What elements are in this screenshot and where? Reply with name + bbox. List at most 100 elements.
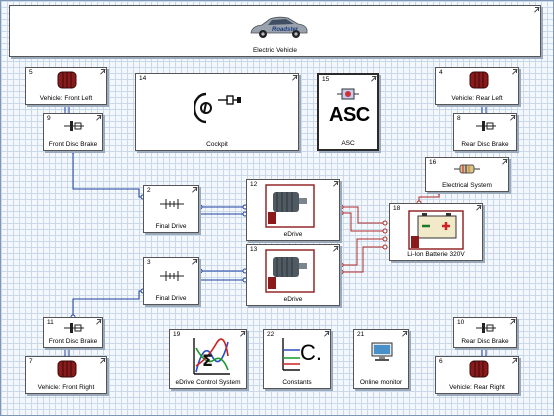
cockpit-label: Cockpit [206,141,228,148]
edrive-control-system-label: eDrive Control System [175,379,241,386]
battery-icon [408,210,464,250]
block-number: 13 [250,246,258,253]
monitor-icon [371,342,393,361]
corner-arrow-icon [331,246,338,253]
disc-brake-icon [64,323,84,333]
asc-label: ASC [341,140,355,147]
vehicle-front-right-label: Vehicle: Front Right [37,384,95,391]
edrive-control-system-block[interactable]: 19 Σ eDrive Control System [169,329,247,389]
block-number: 14 [139,75,147,82]
corner-arrow-icon [98,69,105,76]
asc-block[interactable]: 15 ASC ASC [317,73,379,151]
constants-icon-text: C. [300,340,322,365]
block-number: 19 [173,331,181,338]
electrical-system-label: Electrical System [442,182,492,189]
disc-brake-icon [476,323,496,333]
gear-set-icon [160,199,184,209]
corner-arrow-icon [369,76,376,83]
corner-arrow-icon [190,259,197,266]
block-number: 18 [393,205,401,212]
front-disc-brake-left-label: Front Disc Brake [48,141,98,148]
corner-arrow-icon [290,75,297,82]
electrical-system-block[interactable]: 16 Electrical System [425,157,509,192]
vehicle-front-left-label: Vehicle: Front Left [39,95,93,102]
final-drive-top-block[interactable]: 2 Final Drive [143,185,199,233]
vehicle-rear-left-block[interactable]: 4 Vehicle: Rear Left [435,67,519,105]
corner-arrow-icon [500,159,507,166]
edrive-bottom-block[interactable]: 13 eDrive [246,244,340,306]
corner-arrow-icon [98,358,105,365]
electric-vehicle-block[interactable]: Roadster Electric Vehicle [9,5,541,57]
corner-arrow-icon [400,331,407,338]
edrive-bottom-label: eDrive [283,296,303,303]
block-number: 10 [457,319,465,326]
corner-arrow-icon [510,358,517,365]
corner-arrow-icon [331,181,338,188]
cockpit-block[interactable]: 14 Cockpit [135,73,299,151]
corner-arrow-icon [508,115,515,122]
front-disc-brake-left-block[interactable]: 9 Front Disc Brake [43,113,103,151]
tire-icon [469,71,489,89]
rear-disc-brake-left-block[interactable]: 8 Rear Disc Brake [453,113,517,151]
gear-set-icon [160,271,184,281]
svg-text:Σ: Σ [202,351,213,370]
final-drive-top-label: Final Drive [155,223,187,230]
constants-chart-icon [282,338,300,371]
block-number: 5 [29,69,33,76]
front-disc-brake-right-label: Front Disc Brake [48,338,98,345]
online-monitor-block[interactable]: 21 Online monitor [353,329,409,389]
corner-arrow-icon [532,7,539,14]
rear-disc-brake-left-label: Rear Disc Brake [461,141,509,148]
disc-brake-icon [476,121,496,131]
vehicle-front-left-block[interactable]: 5 Vehicle: Front Left [25,67,107,105]
corner-arrow-icon [238,331,245,338]
resistor-icon [454,164,480,174]
steering-wheel-icon [194,92,241,124]
car-logo-text: Roadster [272,27,299,33]
corner-arrow-icon [94,115,101,122]
vehicle-rear-right-block[interactable]: 6 Vehicle: Rear Right [435,356,519,394]
control-system-icon: Σ [193,338,230,375]
block-number: 8 [457,115,461,122]
block-number: 15 [322,76,330,83]
vehicle-rear-left-label: Vehicle: Rear Left [451,95,503,102]
constants-label: Constants [282,379,312,386]
final-drive-bottom-block[interactable]: 3 Final Drive [143,257,199,305]
block-number: 7 [29,358,33,365]
block-number: 9 [47,115,51,122]
rear-disc-brake-right-label: Rear Disc Brake [461,338,509,345]
corner-arrow-icon [190,187,197,194]
corner-arrow-icon [508,319,515,326]
electric-motor-icon [265,184,315,228]
tire-icon [57,360,77,378]
edrive-top-block[interactable]: 12 eDrive [246,179,340,241]
block-number: 22 [267,331,275,338]
constants-block[interactable]: 22 C. Constants [263,329,331,389]
block-number: 21 [357,331,365,338]
asc-module-icon [337,88,359,100]
vehicle-front-right-block[interactable]: 7 Vehicle: Front Right [25,356,107,394]
battery-block[interactable]: 18 Li-Ion Batterie 320V [389,203,483,261]
block-number: 4 [439,69,443,76]
block-number: 6 [439,358,443,365]
online-monitor-label: Online monitor [359,379,403,386]
car-icon: Roadster [250,16,308,38]
tire-icon [57,71,77,89]
rear-disc-brake-right-block[interactable]: 10 Rear Disc Brake [453,317,517,348]
front-disc-brake-right-block[interactable]: 11 Front Disc Brake [43,317,103,348]
corner-arrow-icon [474,205,481,212]
asc-icon-text: ASC [329,104,370,126]
block-number: 3 [147,259,151,266]
corner-arrow-icon [94,319,101,326]
vehicle-rear-right-label: Vehicle: Rear Right [449,384,505,391]
block-number: 11 [47,319,54,326]
block-number: 2 [147,187,151,194]
electric-vehicle-label: Electric Vehicle [252,47,298,54]
battery-label: Li-Ion Batterie 320V [407,251,465,258]
electric-motor-icon [265,249,315,293]
edrive-top-label: eDrive [283,231,303,238]
tire-icon [469,360,489,378]
disc-brake-icon [64,121,84,131]
corner-arrow-icon [322,331,329,338]
